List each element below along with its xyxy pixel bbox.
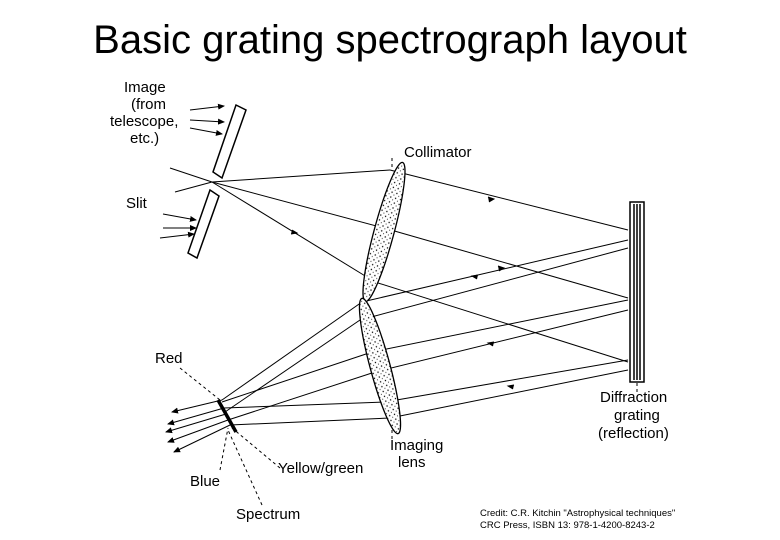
diffracted-rays (221, 239, 629, 426)
label-imaging-lens: Imaging lens (390, 437, 448, 471)
label-spectrum: Spectrum (236, 506, 300, 523)
label-collimator: Collimator (404, 144, 472, 161)
incoming-rays (159, 103, 225, 239)
label-pointers (179, 158, 638, 506)
imaging-lens (358, 297, 402, 435)
slit-jaws (187, 103, 247, 260)
label-grating: Diffraction grating (reflection) (598, 389, 671, 442)
diagram-title: Basic grating spectrograph layout (93, 18, 687, 62)
collimated-rays (211, 169, 629, 363)
credit-line-1: Credit: C.R. Kitchin "Astrophysical tech… (480, 508, 676, 519)
collimator-lens (362, 161, 406, 303)
label-blue: Blue (190, 473, 220, 490)
credit-line-2: CRC Press, ISBN 13: 978-1-4200-8243-2 (480, 520, 655, 531)
label-red: Red (155, 350, 183, 367)
label-image: Image (from telescope, etc.) (110, 79, 183, 147)
output-rays (165, 399, 238, 453)
diffraction-grating (629, 201, 645, 383)
label-slit: Slit (126, 195, 148, 212)
label-yellow-green: Yellow/green (278, 460, 363, 477)
credit-note: Credit: C.R. Kitchin "Astrophysical tech… (480, 508, 675, 532)
